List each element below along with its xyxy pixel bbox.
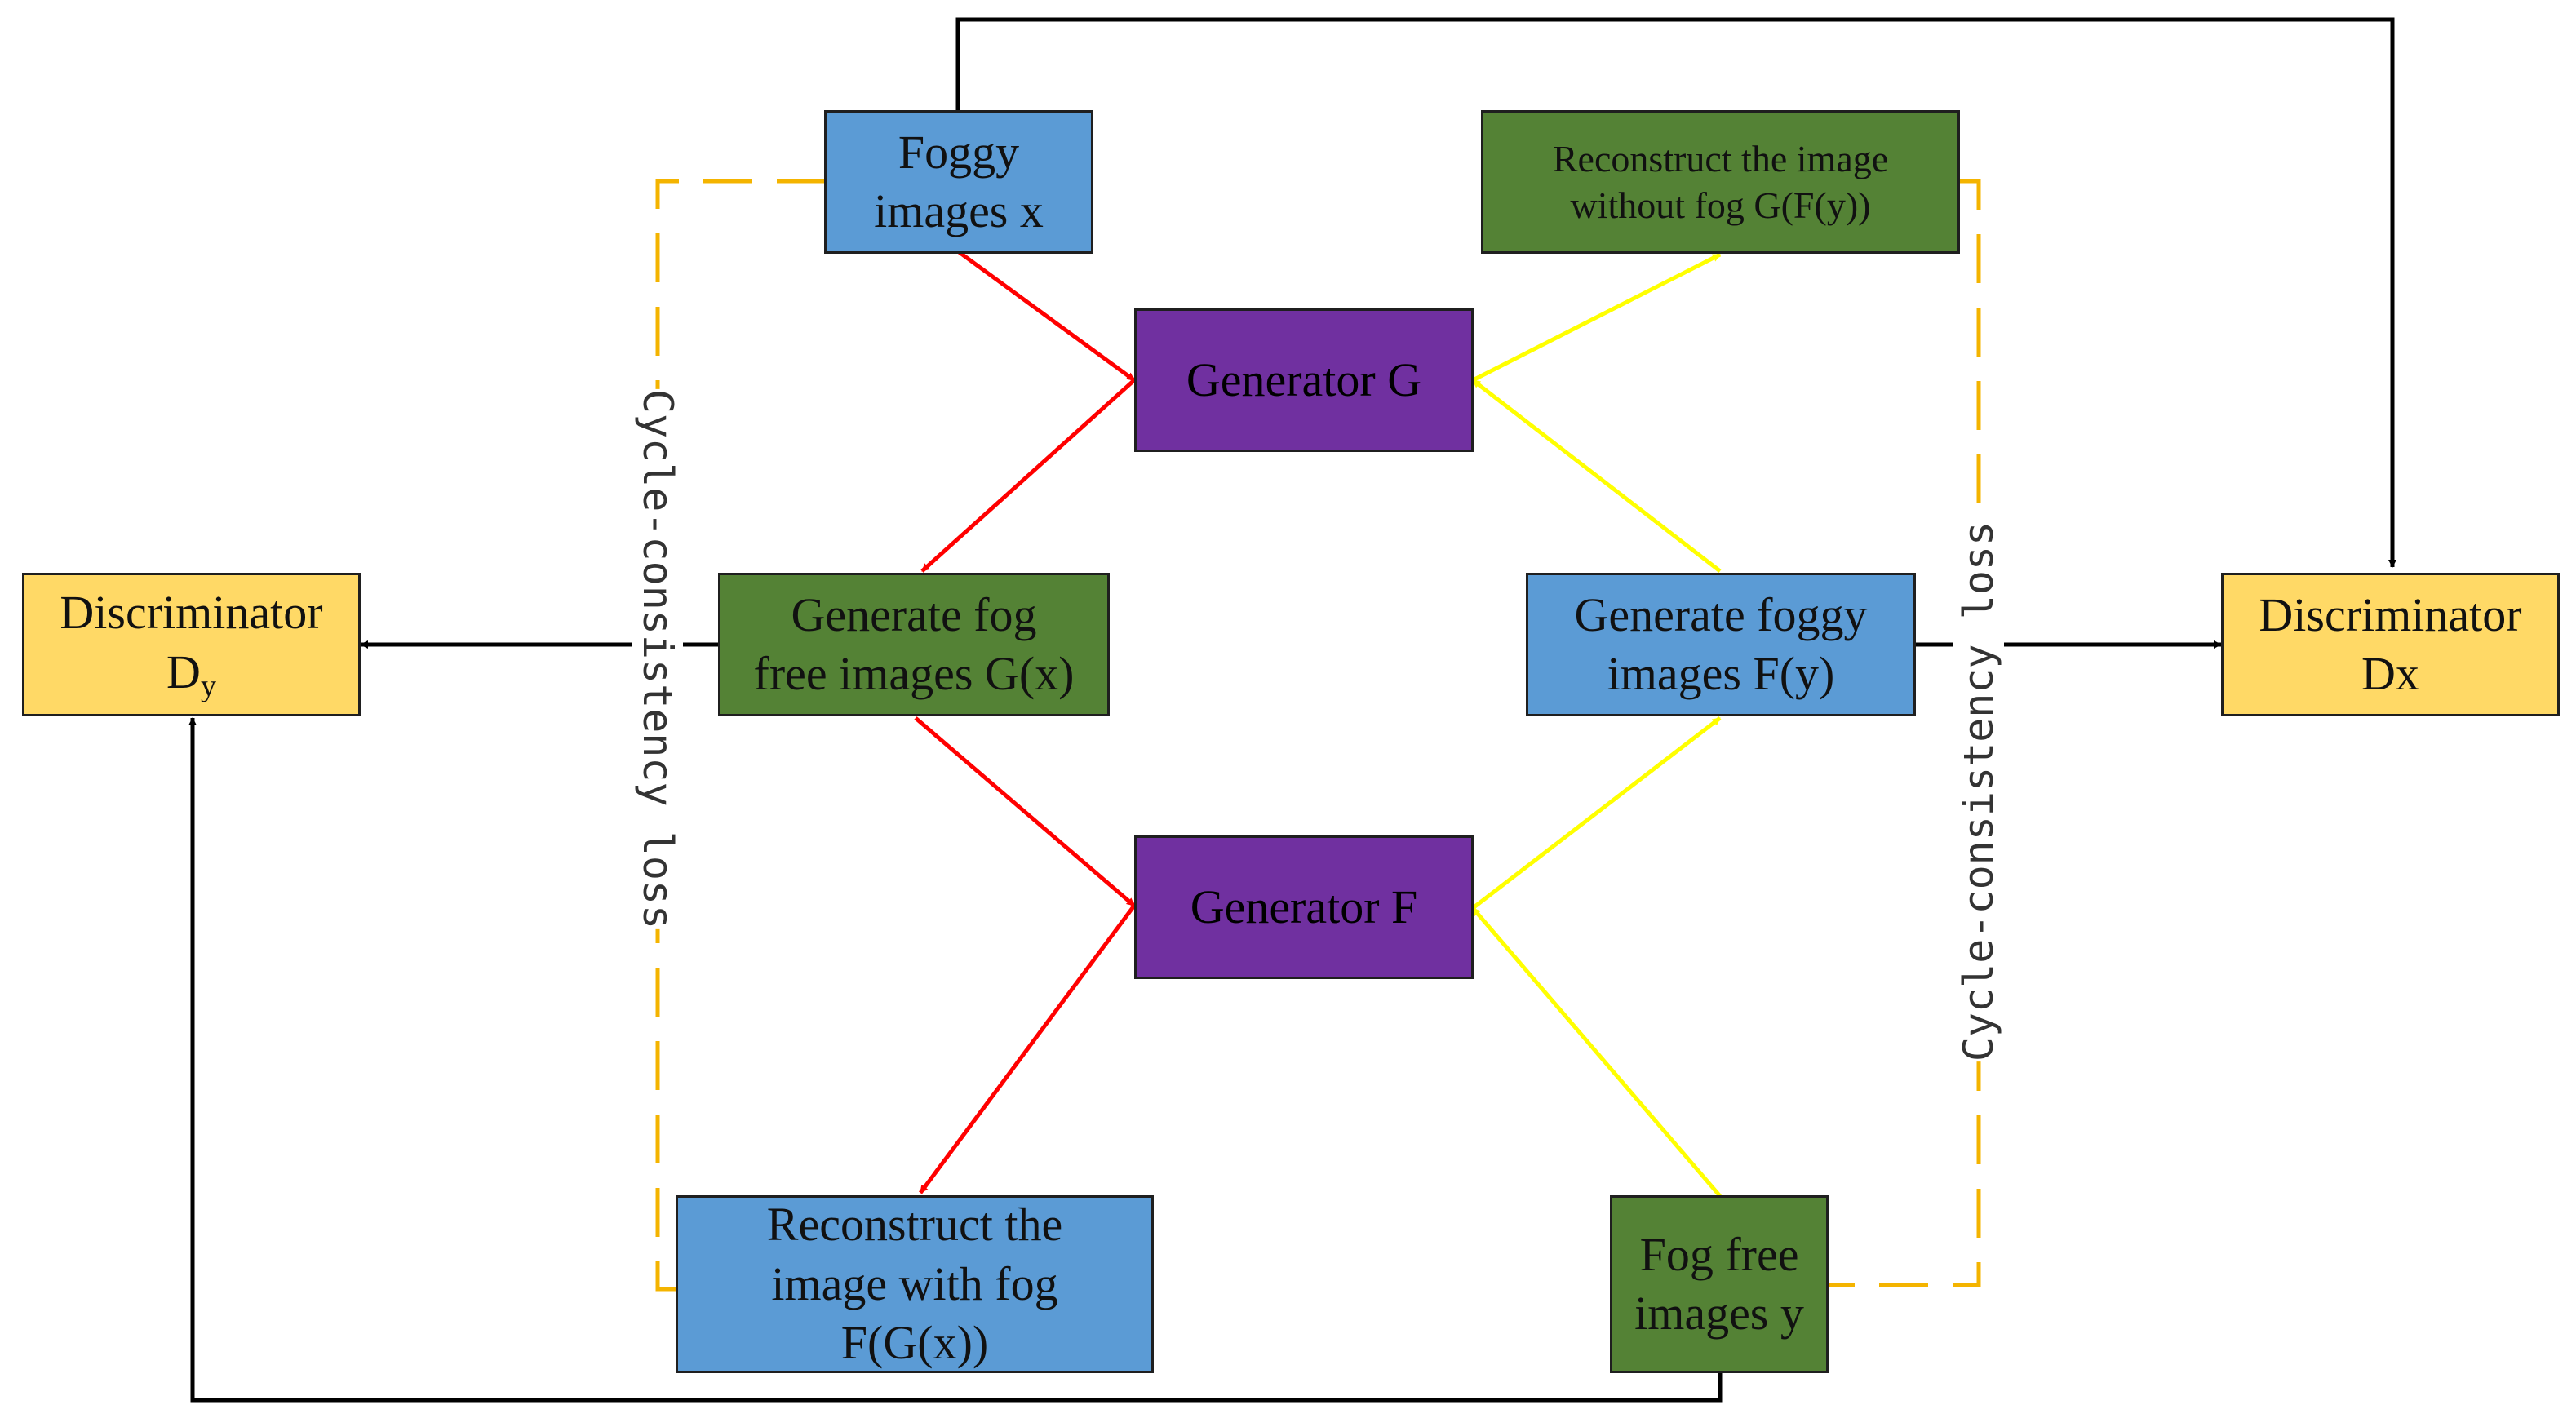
node-line: Reconstruct the image [1552, 137, 1889, 179]
cycle-loop-right [1826, 179, 1981, 1287]
node-line: Reconstruct the [766, 1198, 1063, 1252]
node-line: F(G(x)) [840, 1316, 989, 1370]
node-discriminator-dx: Discriminator Dx [2221, 573, 2560, 716]
node-line: images y [1634, 1287, 1804, 1340]
node-line: free images G(x) [753, 647, 1075, 700]
node-reconstruct-without-fog: Reconstruct the image without fog G(F(y)… [1481, 110, 1960, 254]
node-line: Foggy [898, 125, 1020, 179]
arrow-gen-f-to-reconstruct [918, 904, 1137, 1194]
arrow-gen-g-to-reconstruct-nofog [1471, 252, 1722, 383]
dy-subscript: y [200, 668, 216, 703]
node-generate-fog-free: Generate fog free images G(x) [718, 573, 1110, 716]
node-line: Fog free [1639, 1227, 1799, 1281]
arrow-gen-f-to-genfoggy [1471, 716, 1722, 910]
node-generator-f: Generator F [1134, 835, 1474, 979]
node-line: Dy [166, 643, 216, 707]
node-line: Generator F [1190, 880, 1418, 933]
arrow-genfoggy-to-gen-g [1471, 379, 1722, 573]
node-generate-foggy: Generate foggy images F(y) [1526, 573, 1916, 716]
node-line: images x [874, 184, 1044, 237]
node-line: Generate foggy [1574, 587, 1868, 641]
node-line: without fog G(F(y)) [1570, 184, 1871, 226]
line-fogfree-to-dy [188, 717, 1723, 1403]
node-line: Generate fog [791, 587, 1037, 641]
node-generator-g: Generator G [1134, 308, 1474, 452]
node-foggy-images-x: Foggy images x [824, 110, 1093, 254]
node-fog-free-images-y: Fog free images y [1610, 1195, 1829, 1373]
dy-main: D [166, 645, 201, 698]
node-line: Generator G [1186, 352, 1422, 406]
arrow-fogfree-y-to-gen-f [1471, 906, 1722, 1198]
line-foggy-to-dx [955, 17, 2396, 568]
cycle-loss-label-right: Cycle-consistency loss [1953, 521, 2004, 1062]
node-discriminator-dy: Discriminator Dy [22, 573, 361, 716]
node-line: image with fog [771, 1256, 1058, 1310]
arrow-fogfree-to-gen-f [914, 716, 1136, 907]
arrow-foggy-to-gen-g [956, 249, 1136, 383]
node-line: images F(y) [1607, 647, 1835, 700]
node-line: Discriminator [2259, 587, 2522, 641]
arrow-gen-g-to-fogfree [920, 379, 1136, 573]
cycle-loss-label-left: Cycle-consistency loss [632, 388, 683, 930]
cycle-loop-left [655, 179, 826, 1292]
node-line: Discriminator [60, 586, 323, 639]
node-reconstruct-with-fog: Reconstruct the image with fog F(G(x)) [676, 1195, 1154, 1373]
node-line: Dx [2361, 647, 2419, 700]
